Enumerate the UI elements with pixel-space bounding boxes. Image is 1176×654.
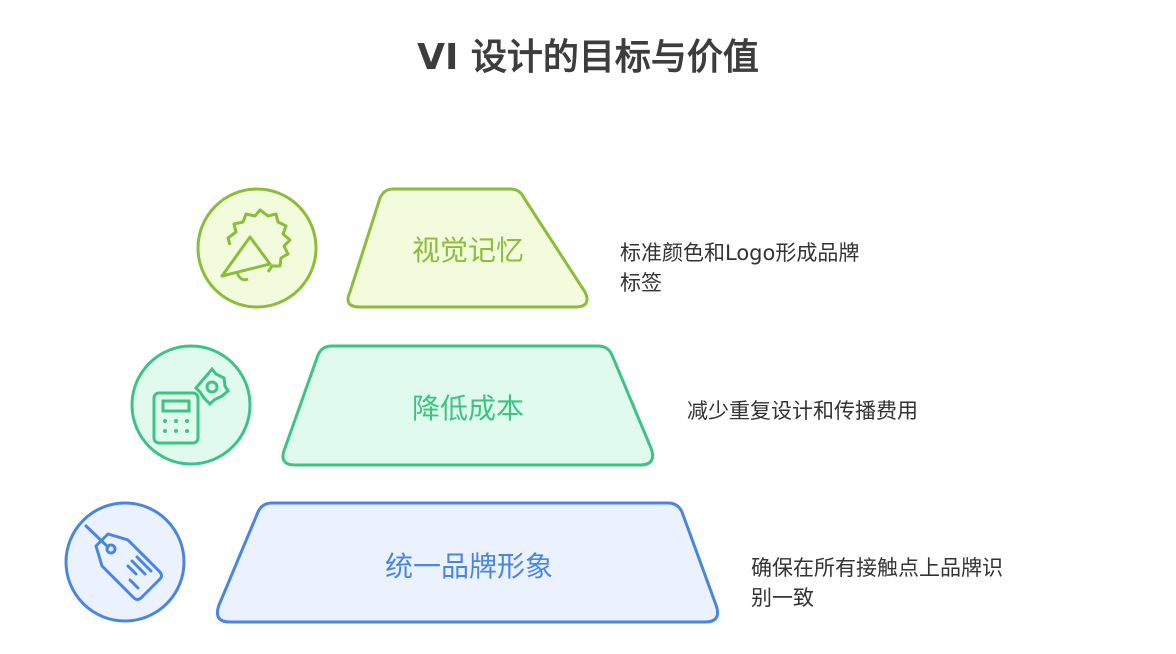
calculator-gear-icon: [152, 366, 230, 445]
level-2-description: 减少重复设计和传播费用: [687, 399, 918, 423]
calculator-icon-circle: [130, 344, 252, 466]
level-1-description: 标准颜色和Logo形成品牌标签: [620, 241, 860, 295]
diagram-title: VI 设计的目标与价值: [417, 37, 759, 78]
price-tag-icon: [84, 524, 163, 601]
level-1-label: 视觉记忆: [411, 234, 524, 267]
level-3-label: 统一品牌形象: [384, 550, 553, 583]
pyramid-level-3-shape: [215, 501, 720, 624]
level-3-description: 确保在所有接触点上品牌识别一致: [751, 556, 1003, 610]
tag-icon-circle: [64, 501, 186, 623]
pyramid-level-2-shape: [281, 344, 655, 467]
level-2-label: 降低成本: [411, 392, 524, 425]
pyramid-level-1-shape: [346, 187, 589, 309]
megaphone-icon: [220, 208, 292, 282]
